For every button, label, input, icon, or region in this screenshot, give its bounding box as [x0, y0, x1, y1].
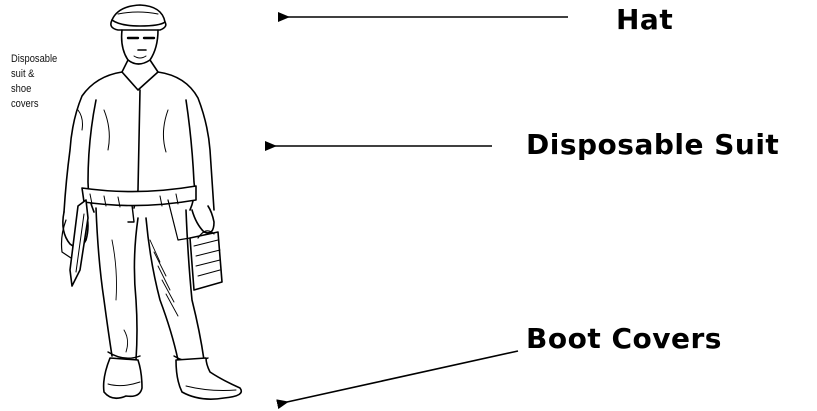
label-disposable-suit: Disposable Suit [526, 128, 780, 161]
label-hat: Hat [616, 3, 674, 36]
caption-line: shoe [11, 83, 32, 95]
caption-text: Disposable suit & shoe covers [11, 52, 62, 112]
arrow-boot-covers-icon [276, 350, 519, 410]
caption-line: Disposable [11, 53, 58, 65]
caption-line: covers [11, 98, 39, 110]
worker-illustration-icon [60, 4, 243, 400]
caption-line: suit & [11, 68, 35, 80]
label-boot-covers: Boot Covers [526, 322, 722, 355]
